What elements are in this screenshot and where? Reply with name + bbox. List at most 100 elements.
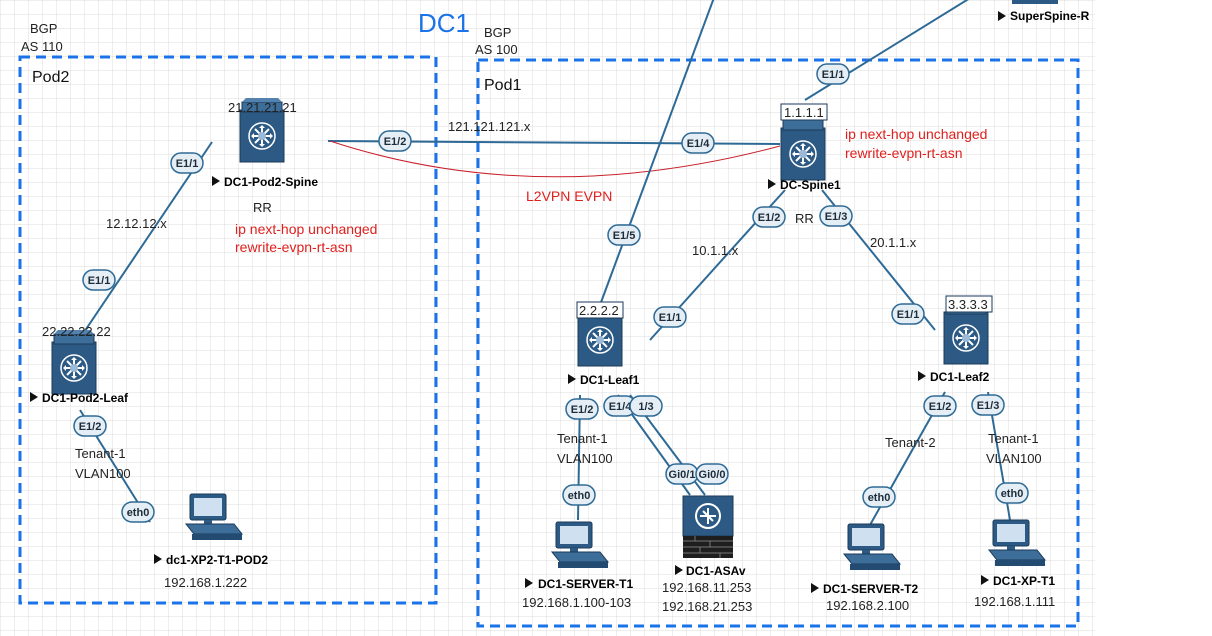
vlan-leaf1: VLAN100 (557, 451, 613, 466)
asav-device[interactable]: DC1-ASAv 192.168.11.253 192.168.21.253 (662, 495, 752, 614)
interface-label: Gi0/0 (699, 469, 726, 481)
tenant-pod2: Tenant-1 (75, 446, 126, 461)
tenant-leaf2-t1: Tenant-1 (988, 431, 1039, 446)
net-leaf2-label: 20.1.1.x (870, 235, 917, 250)
pod2-leaf-device[interactable]: 22.22.22.22 DC1-Pod2-Leaf (30, 324, 129, 405)
spine1-role: RR (795, 211, 814, 226)
play-icon (981, 575, 989, 585)
interface-pill-p2-spine-e11[interactable]: E1/1 (170, 152, 204, 174)
server-t1-device[interactable]: DC1-SERVER-T1 192.168.1.100-103 (522, 521, 633, 610)
interface-label: E1/3 (977, 400, 1000, 412)
vlan-pod2: VLAN100 (75, 466, 131, 481)
interface-label: E1/1 (88, 275, 111, 287)
interface-label: Gi0/1 (669, 469, 696, 481)
interface-pill-s1-e14[interactable]: E1/4 (681, 132, 715, 154)
interface-label: E1/2 (571, 404, 594, 416)
pod2-title: Pod2 (32, 69, 69, 86)
interface-label: E1/1 (897, 309, 920, 321)
interface-pill-l2-e12[interactable]: E1/2 (923, 395, 957, 417)
play-icon (675, 565, 683, 575)
xp2-pod2-ip: 192.168.1.222 (164, 575, 247, 590)
asav-ip1: 192.168.11.253 (662, 580, 751, 595)
interface-pill-l1-e14[interactable]: E1/4 (603, 395, 637, 417)
server-t1-name: DC1-SERVER-T1 (538, 577, 633, 591)
interface-pill-l1-e11[interactable]: E1/1 (653, 306, 687, 328)
interface-pill-asa-gi01[interactable]: Gi0/1 (665, 463, 699, 485)
leaf1-device[interactable]: 2.2.2.2 DC1-Leaf1 (568, 301, 640, 387)
switch-icon (51, 329, 97, 395)
interface-pill-srv2-eth0[interactable]: eth0 (862, 486, 896, 508)
switch-icon (780, 115, 826, 181)
spine1-loopback-box (780, 103, 828, 121)
pod2-spine-role: RR (253, 200, 272, 215)
pod2-leaf-loopback: 22.22.22.22 (42, 324, 111, 339)
superspine-device[interactable]: SuperSpine-R (998, 0, 1090, 23)
interface-pill-p2-leaf-e12[interactable]: E1/2 (73, 415, 107, 437)
interface-pill-l2-e11[interactable]: E1/1 (891, 303, 925, 325)
xp-t1-device[interactable]: DC1-XP-T1 192.168.1.111 (974, 519, 1055, 609)
interface-label: E1/1 (822, 69, 845, 81)
interface-label: eth0 (568, 490, 591, 502)
play-icon (768, 179, 776, 189)
net-leaf1-label: 10.1.1.x (692, 243, 739, 258)
net-inter-label: 121.121.121.x (448, 119, 531, 134)
interface-pill-p2-pc-eth0[interactable]: eth0 (121, 501, 155, 523)
interface-pill-srv1-eth0[interactable]: eth0 (562, 484, 596, 506)
link-leaf1-uplink (599, 0, 715, 306)
tenant-leaf2-t2: Tenant-2 (885, 435, 936, 450)
interface-pill-xp-eth0[interactable]: eth0 (995, 482, 1029, 504)
interface-pill-l2-e13[interactable]: E1/3 (971, 394, 1005, 416)
interface-label: E1/2 (929, 401, 952, 413)
pod2-spine-loopback: 21.21.21.21 (228, 100, 297, 115)
spine1-note-2: rewrite-evpn-rt-asn (845, 145, 962, 161)
l2vpn-label: L2VPN EVPN (526, 188, 612, 204)
interface-pill-s1-e12[interactable]: E1/2 (752, 206, 786, 228)
play-icon (811, 583, 819, 593)
interface-label: eth0 (127, 507, 150, 519)
interface-label: 1/3 (638, 401, 653, 413)
interface-label: E1/3 (825, 211, 848, 223)
interface-pill-asa-gi00[interactable]: Gi0/0 (695, 463, 729, 485)
asav-ip2: 192.168.21.253 (662, 599, 752, 614)
vlan-leaf2: VLAN100 (986, 451, 1042, 466)
l2vpn-session-curve (329, 140, 781, 178)
server-t2-device[interactable]: DC1-SERVER-T2 192.168.2.100 (811, 523, 918, 613)
interface-pill-s1-e13[interactable]: E1/3 (819, 205, 853, 227)
interface-label: E1/2 (384, 136, 407, 148)
interface-label: eth0 (868, 492, 891, 504)
play-icon (525, 578, 533, 588)
play-icon (212, 176, 220, 186)
net-pod2-label: 12.12.12.x (106, 216, 167, 231)
interface-pill-l1-e12[interactable]: E1/2 (565, 398, 599, 420)
pod1-boundary (476, 58, 1080, 628)
interface-pill-l1-e15[interactable]: E1/5 (607, 224, 641, 246)
leaf2-name: DC1-Leaf2 (930, 370, 990, 384)
leaf2-device[interactable]: 3.3.3.3 DC1-Leaf2 (918, 295, 993, 384)
superspine-play-icon (998, 11, 1006, 21)
interface-pill-l1-e13[interactable]: 1/3 (629, 395, 663, 417)
interface-pill-p2-leaf-e11[interactable]: E1/1 (82, 269, 116, 291)
server-t2-ip: 192.168.2.100 (826, 598, 909, 613)
play-icon (154, 554, 162, 564)
link-pod2spine-pod2leaf (71, 141, 213, 351)
xp-t1-name: DC1-XP-T1 (993, 574, 1055, 588)
interface-label: E1/4 (609, 401, 633, 413)
xp2-pod2-device[interactable]: dc1-XP2-T1-POD2 192.168.1.222 (154, 493, 268, 590)
pod2-spine-device[interactable]: 21.21.21.21 DC1-Pod2-Spine RR (212, 97, 318, 215)
spine1-loopback: 1.1.1.1 (784, 105, 824, 120)
superspine-label: SuperSpine-R (1010, 9, 1090, 23)
spine1-device[interactable]: 1.1.1.1 DC-Spine1 RR (768, 103, 841, 226)
interface-pill-s1-e11[interactable]: E1/1 (816, 63, 850, 85)
leaf1-loopback: 2.2.2.2 (579, 303, 619, 318)
firewall-icon (682, 495, 734, 558)
pod1-bgp-line1: BGP (484, 25, 511, 40)
dc-title: DC1 (418, 8, 470, 38)
leaf1-name: DC1-Leaf1 (580, 373, 640, 387)
interface-label: E1/4 (687, 138, 711, 150)
pod2-leaf-name: DC1-Pod2-Leaf (42, 391, 129, 405)
play-icon (918, 371, 926, 381)
pod2-bgp-line1: BGP (30, 21, 57, 36)
interface-pill-p2-spine-e12[interactable]: E1/2 (378, 130, 412, 152)
pod2-bgp-line2: AS 110 (21, 39, 63, 54)
